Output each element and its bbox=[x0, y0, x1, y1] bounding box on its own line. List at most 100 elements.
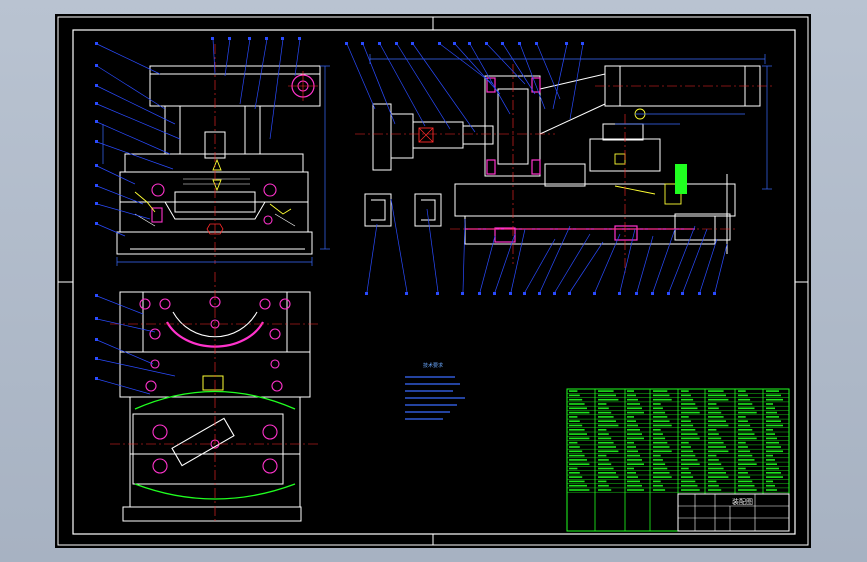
parts-list-entry-mark bbox=[569, 429, 585, 431]
parts-list-entry-mark bbox=[569, 459, 587, 461]
parts-list-entry-mark bbox=[627, 467, 634, 470]
parts-list-entry-mark bbox=[598, 429, 607, 431]
parts-list-entry-mark bbox=[627, 459, 642, 461]
parts-list-entry-mark bbox=[653, 463, 666, 465]
parts-list-entry-mark bbox=[681, 390, 689, 392]
parts-list-entry-mark bbox=[569, 454, 585, 457]
parts-list-entry-mark bbox=[708, 433, 719, 435]
parts-list-entry-mark bbox=[766, 394, 781, 397]
parts-list-entry-mark bbox=[681, 416, 689, 418]
top-green-outline bbox=[134, 390, 296, 410]
parts-list-entry-mark bbox=[569, 463, 590, 465]
outer-frame bbox=[57, 16, 809, 546]
parts-list-entry-mark bbox=[766, 420, 781, 422]
top-yellow-block bbox=[202, 375, 224, 391]
parts-list-entry-mark bbox=[766, 437, 777, 440]
parts-list-entry-mark bbox=[738, 416, 746, 418]
parts-list-entry-mark bbox=[569, 403, 585, 405]
parts-list-entry-mark bbox=[569, 437, 590, 440]
parts-list-entry-mark bbox=[569, 424, 583, 427]
parts-list-entry-mark bbox=[569, 480, 585, 483]
parts-list-entry-mark bbox=[708, 489, 722, 491]
parts-list-entry-mark bbox=[708, 416, 724, 418]
parts-list-entry-mark bbox=[681, 484, 698, 487]
drawing-sheet: 技术要求 bbox=[55, 14, 811, 548]
parts-list-columns bbox=[594, 389, 764, 531]
left-leader-lines bbox=[96, 38, 301, 395]
parts-list-entry-mark bbox=[627, 416, 634, 418]
parts-list-entry-mark bbox=[708, 407, 719, 410]
parts-list-entry-mark bbox=[738, 454, 753, 457]
parts-list-entry-mark bbox=[738, 476, 751, 478]
parts-list-entry-mark bbox=[598, 476, 619, 478]
parts-list-entry-mark bbox=[598, 433, 609, 435]
parts-list-entry-mark bbox=[653, 407, 663, 410]
parts-list-entry-mark bbox=[738, 390, 746, 392]
parts-list-entry-mark bbox=[569, 489, 590, 491]
parts-list-entry-mark bbox=[766, 403, 773, 405]
parts-list-entry-mark bbox=[653, 459, 663, 461]
parts-list-entry-mark bbox=[681, 463, 700, 465]
parts-list-entry-mark bbox=[627, 394, 636, 397]
parts-list-entry-mark bbox=[708, 463, 722, 465]
parts-list-entry-mark bbox=[738, 394, 748, 397]
parts-list-entry-mark bbox=[766, 446, 781, 448]
parts-list-entry-mark bbox=[598, 454, 607, 457]
parts-list-entry-mark bbox=[598, 424, 619, 427]
parts-list-entry-mark bbox=[598, 398, 619, 401]
parts-list-entry-mark bbox=[708, 467, 724, 470]
parts-list-entry-mark bbox=[708, 390, 724, 392]
parts-list-entry-mark bbox=[681, 454, 696, 457]
parts-list-entry-mark bbox=[598, 441, 614, 444]
parts-list-entry-mark bbox=[569, 433, 587, 435]
parts-list-entry-mark bbox=[766, 416, 779, 418]
parts-list-entry-mark bbox=[766, 390, 779, 392]
parts-list-entry-mark bbox=[766, 429, 773, 431]
front-dimensions bbox=[102, 65, 330, 266]
parts-list-entry-mark bbox=[598, 390, 614, 392]
parts-list-entry-mark bbox=[569, 416, 578, 418]
parts-list-entry-mark bbox=[681, 459, 698, 461]
parts-list-entry-mark bbox=[627, 463, 644, 465]
tech-notes: 技术要求 bbox=[405, 362, 465, 420]
parts-list-entry-mark bbox=[766, 489, 777, 491]
parts-list-entry-mark bbox=[766, 480, 773, 483]
parts-list-entry-mark bbox=[598, 484, 609, 487]
parts-list-entry-mark bbox=[653, 420, 670, 422]
parts-list-entry-mark bbox=[708, 424, 729, 427]
parts-list-entry-mark bbox=[569, 446, 580, 448]
parts-list-entry-mark bbox=[627, 441, 634, 444]
parts-list-entry-mark bbox=[653, 489, 666, 491]
parts-list-entry-mark bbox=[681, 467, 689, 470]
parts-list-entry-mark bbox=[681, 480, 696, 483]
cad-drawing-canvas[interactable]: 技术要求 bbox=[55, 14, 811, 548]
parts-list-entry-mark bbox=[653, 429, 661, 431]
parts-list-entry-mark bbox=[598, 489, 612, 491]
parts-list-entry-mark bbox=[708, 472, 726, 474]
parts-list-entry-mark bbox=[738, 459, 755, 461]
parts-list-entry-mark bbox=[627, 403, 640, 405]
drawing-name: 装配图 bbox=[732, 497, 753, 506]
parts-list-entry-mark bbox=[598, 472, 616, 474]
parts-list-entry-mark bbox=[738, 403, 753, 405]
parts-list-entry-mark bbox=[598, 407, 609, 410]
parts-list-entry-mark bbox=[598, 459, 609, 461]
parts-list-entry-mark bbox=[738, 424, 751, 427]
parts-list-entry-mark bbox=[627, 411, 644, 414]
parts-list-entry-mark bbox=[766, 472, 781, 474]
parts-list-entry-mark bbox=[627, 450, 638, 453]
parts-list-entry-mark bbox=[738, 472, 748, 474]
section-centerlines bbox=[355, 64, 775, 274]
parts-list-entry-mark bbox=[569, 476, 583, 478]
parts-list-entry-mark bbox=[681, 489, 700, 491]
parts-list-entry-mark bbox=[627, 476, 638, 478]
parts-list-entry-mark bbox=[598, 437, 612, 440]
parts-list-entry-mark bbox=[708, 446, 726, 448]
detail-views bbox=[364, 193, 442, 227]
parts-list-entry-mark bbox=[681, 394, 691, 397]
parts-list-entry-mark bbox=[766, 424, 783, 427]
parts-list-entry-mark bbox=[738, 489, 757, 491]
parts-list-entry-mark bbox=[681, 450, 694, 453]
parts-list-entry-mark bbox=[627, 437, 644, 440]
parts-list-entry-mark bbox=[708, 450, 729, 453]
